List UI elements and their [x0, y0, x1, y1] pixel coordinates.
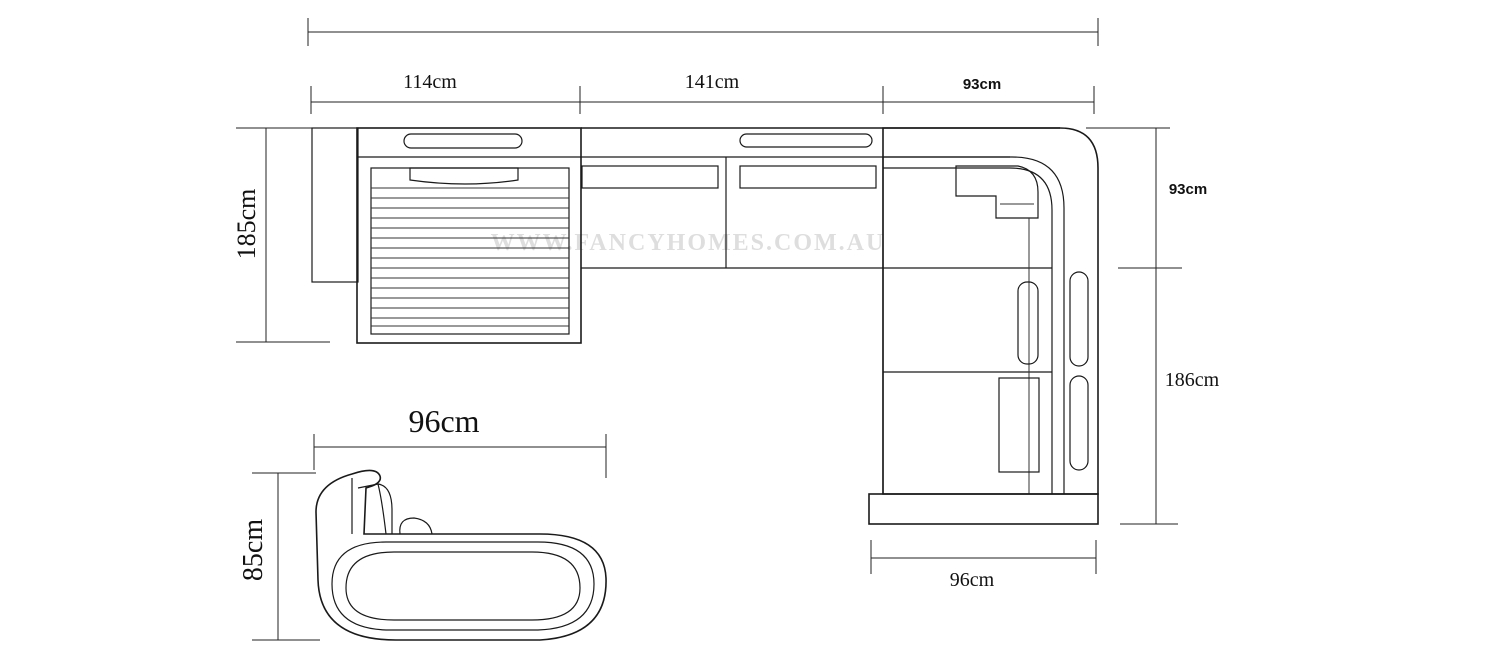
watermark-text: WWW.FANCYHOMES.COM.AU	[491, 230, 886, 256]
bottom-width-dimension	[870, 540, 1097, 574]
dimension-label-93-right: 93cm	[1169, 181, 1207, 198]
dimension-label-96-bottom: 96cm	[950, 569, 995, 591]
overall-width-dimension	[307, 18, 1099, 46]
sofa-side-profile	[315, 469, 607, 641]
dimension-label-114: 114cm	[403, 71, 457, 93]
dimension-label-141: 141cm	[685, 71, 740, 93]
dimension-label-96-side: 96cm	[408, 403, 479, 439]
right-depth-dimensions	[1086, 127, 1182, 525]
side-view-width-dimension	[313, 434, 607, 478]
chaise-slats	[371, 187, 569, 327]
sectional-top-view	[311, 127, 1099, 525]
dimension-label-185: 185cm	[232, 189, 261, 260]
side-view-height-dimension	[252, 472, 320, 641]
dimension-label-85: 85cm	[238, 519, 269, 581]
dimension-label-93-top: 93cm	[963, 76, 1001, 93]
segment-width-dimensions	[310, 86, 1095, 114]
dimension-label-186: 186cm	[1165, 369, 1220, 391]
